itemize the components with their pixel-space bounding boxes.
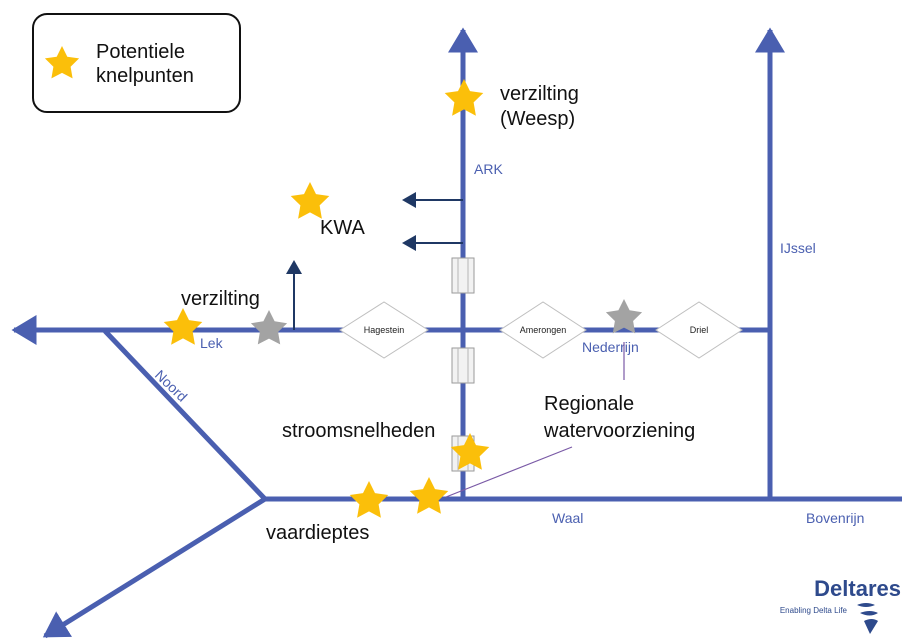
label-kwa: KWA bbox=[320, 217, 365, 239]
label-regionale-line2: watervoorziening bbox=[543, 420, 695, 442]
star-icon-gray-nederrijn bbox=[605, 299, 643, 334]
weir-driel-label: Driel bbox=[690, 325, 709, 335]
weir-amerongen-label: Amerongen bbox=[520, 325, 567, 335]
deltares-wave-icon bbox=[857, 603, 878, 634]
lock-1 bbox=[451, 257, 475, 294]
bottleneck-stars bbox=[163, 79, 490, 518]
river-label-ark: ARK bbox=[474, 161, 503, 177]
legend: Potentiele knelpunten bbox=[32, 13, 241, 113]
star-icon bbox=[44, 46, 80, 79]
weir-hagestein: Hagestein bbox=[339, 301, 429, 359]
inactive-stars bbox=[250, 299, 643, 345]
extraction-arrows bbox=[286, 192, 463, 330]
logo-name: Deltares bbox=[814, 576, 901, 601]
callout-line-waal bbox=[445, 446, 573, 498]
star-icon-stroomsnelheden bbox=[450, 433, 490, 470]
weir-hagestein-label: Hagestein bbox=[364, 325, 405, 335]
bottleneck-labels: verzilting (Weesp) KWA verzilting stroom… bbox=[181, 83, 695, 544]
river-label-bovenrijn: Bovenrijn bbox=[806, 510, 864, 526]
lock-2 bbox=[451, 347, 475, 384]
weir-driel: Driel bbox=[655, 301, 743, 359]
label-regionale-line1: Regionale bbox=[544, 393, 634, 415]
label-stroomsnelheden: stroomsnelheden bbox=[282, 420, 435, 442]
star-icon-gray-lek bbox=[250, 310, 288, 345]
river-network bbox=[11, 27, 902, 639]
weir-amerongen: Amerongen bbox=[499, 301, 587, 359]
star-icon-kwa bbox=[290, 182, 330, 219]
river-label-waal: Waal bbox=[552, 510, 583, 526]
logo-tagline: Enabling Delta Life bbox=[780, 606, 848, 615]
weirs: Hagestein Amerongen Driel bbox=[339, 301, 743, 359]
river-label-ijssel: IJssel bbox=[780, 240, 816, 256]
legend-label-line1: Potentiele bbox=[96, 41, 185, 63]
star-icon-vaardieptes-2 bbox=[409, 477, 449, 514]
label-verzilting-lek: verzilting bbox=[181, 288, 260, 310]
legend-label-line2: knelpunten bbox=[96, 65, 194, 87]
star-icon-weesp bbox=[444, 79, 484, 116]
river-label-lek: Lek bbox=[200, 335, 224, 351]
noord-river-line bbox=[103, 329, 267, 501]
deltares-logo: Deltares Enabling Delta Life bbox=[780, 576, 901, 634]
label-verzilting-weesp-line2: (Weesp) bbox=[500, 108, 575, 130]
label-vaardieptes: vaardieptes bbox=[266, 522, 369, 544]
river-label-nederrijn: Nederrijn bbox=[582, 339, 639, 355]
label-verzilting-weesp-line1: verzilting bbox=[500, 83, 579, 105]
legend-box bbox=[32, 13, 241, 113]
star-icon-lek bbox=[163, 308, 203, 345]
outflow-river-line bbox=[42, 496, 267, 639]
star-icon-vaardieptes-1 bbox=[349, 481, 389, 518]
callout-lines bbox=[445, 342, 625, 498]
